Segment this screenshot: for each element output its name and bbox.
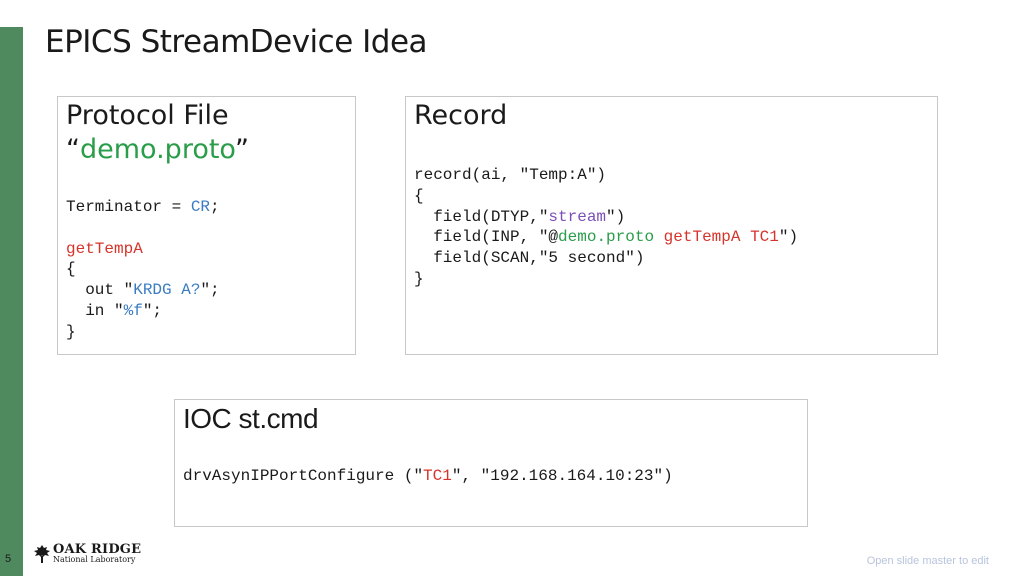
inp-line: field(INP, "@demo.proto getTempA TC1") [414,227,798,248]
inp-port: TC1 [750,228,779,247]
record-code: record(ai, "Temp:A") { field(DTYP,"strea… [414,165,798,290]
inp-file: demo.proto [558,228,655,247]
terminator-end: ; [210,198,220,216]
out-line: out "KRDG A?"; [66,280,220,301]
inp-func: getTempA [663,228,741,247]
slide-title: EPICS StreamDevice Idea [45,24,428,60]
ioc-command-line: drvAsynIPPortConfigure ("TC1", "192.168.… [183,466,673,487]
ioc-heading: IOC st.cmd [183,403,319,434]
record-open-brace: { [414,186,424,205]
terminator-line: Terminator = CR; [66,197,220,218]
in-prefix: in " [66,301,124,320]
footer-note: Open slide master to edit [866,555,989,567]
record-heading: Record [414,100,508,131]
record-line: record(ai, "Temp:A") [414,166,607,184]
blank-line [66,218,220,239]
out-value: KRDG A? [133,281,201,300]
inp-prefix: field(INP, "@ [414,228,559,247]
in-suffix: "; [142,301,163,320]
function-name: getTempA [66,239,143,258]
out-prefix: out " [66,281,134,300]
dtyp-suffix: ") [606,207,626,226]
protocol-filename-line: “demo.proto” [66,133,249,167]
terminator-value: CR [190,198,211,216]
scan-line: field(SCAN,"5 second") [414,249,645,268]
oak-ridge-logo: OAK RIDGE National Laboratory [33,543,141,564]
dtyp-prefix: field(DTYP," [414,207,549,226]
in-value: %f [123,301,143,320]
page-number: 5 [5,553,12,565]
tree-logo-icon [34,544,50,563]
terminator-key: Terminator = [66,198,191,216]
in-line: in "%f"; [66,301,220,322]
out-suffix: "; [200,281,220,300]
slide-sidebar-accent [0,27,23,576]
cmd-port: TC1 [423,467,452,485]
ioc-stcmd-box: IOC st.cmd drvAsynIPPortConfigure ("TC1"… [174,399,808,527]
logo-main-text: OAK RIDGE [53,542,142,557]
protocol-filename: demo.proto [80,134,235,165]
cmd-suffix: ", "192.168.164.10:23") [451,467,673,485]
protocol-file-box: Protocol File “demo.proto” Terminator = … [57,96,356,355]
protocol-code: Terminator = CR; getTempA { out "KRDG A?… [66,197,220,343]
dtyp-value: stream [548,207,607,226]
dtyp-line: field(DTYP,"stream") [414,207,798,228]
close-brace: } [66,322,76,341]
record-close-brace: } [414,269,424,288]
open-brace: { [66,260,76,279]
record-box: Record record(ai, "Temp:A") { field(DTYP… [405,96,938,355]
protocol-file-heading: Protocol File [66,100,229,131]
close-quote: ” [235,134,249,165]
cmd-prefix: drvAsynIPPortConfigure (" [183,467,424,485]
open-quote: “ [66,134,80,165]
inp-suffix: ") [778,228,799,247]
logo-sub-text: National Laboratory [53,555,136,564]
